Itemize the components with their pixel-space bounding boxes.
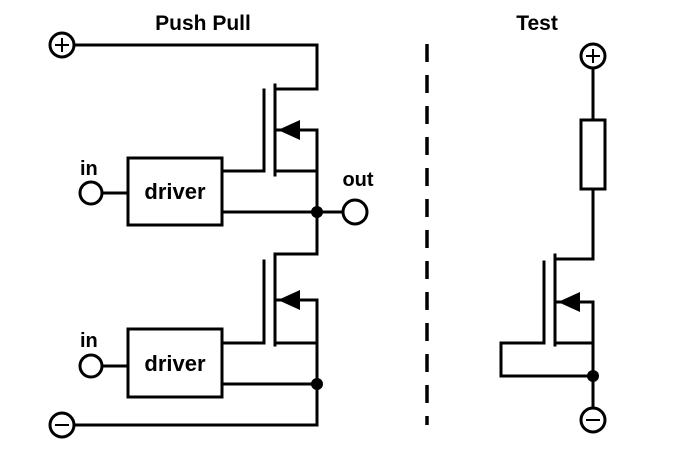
test-source-link: [554, 300, 595, 345]
lower-channel-arrow: [278, 290, 300, 310]
upper-channel-arrow: [278, 120, 300, 140]
resistor-icon: [579, 118, 607, 191]
driver-box-bottom: [126, 327, 224, 399]
output-label: out: [342, 169, 373, 191]
negative-terminal-left: [48, 411, 76, 439]
test-gate-short-wire: [499, 341, 595, 378]
lower-source-link: [274, 298, 319, 345]
negative-terminal-right: [579, 406, 607, 434]
test-drain-wire: [553, 187, 595, 261]
ground-junction-dot-icon: [311, 378, 323, 390]
test-transistor: [542, 253, 595, 347]
input-terminal-top-icon[interactable]: [78, 180, 104, 206]
positive-terminal-right: [579, 42, 607, 70]
input-terminal-bottom-icon[interactable]: [78, 353, 104, 379]
test-circuit: [499, 42, 607, 434]
driver-label-top: driver: [144, 179, 206, 204]
upper-source-link: [274, 128, 319, 173]
test-channel-arrow: [558, 292, 580, 312]
upper-transistor: [262, 83, 319, 177]
push-pull-circuit: driver in out driver in: [48, 31, 374, 439]
output-terminal-icon[interactable]: [341, 198, 369, 226]
test-junction-dot-icon: [587, 370, 599, 382]
positive-terminal-left: [48, 31, 76, 59]
input-label-top: in: [80, 158, 98, 180]
output-junction-dot-icon: [311, 206, 323, 218]
input-label-bottom: in: [80, 330, 98, 352]
title-push-pull: Push Pull: [155, 12, 251, 35]
negative-rail: [73, 341, 319, 427]
driver-box-top: [126, 156, 224, 227]
title-test: Test: [516, 12, 558, 35]
lower-transistor: [262, 253, 319, 347]
driver-label-bottom: driver: [144, 351, 206, 376]
positive-rail: [73, 43, 319, 91]
